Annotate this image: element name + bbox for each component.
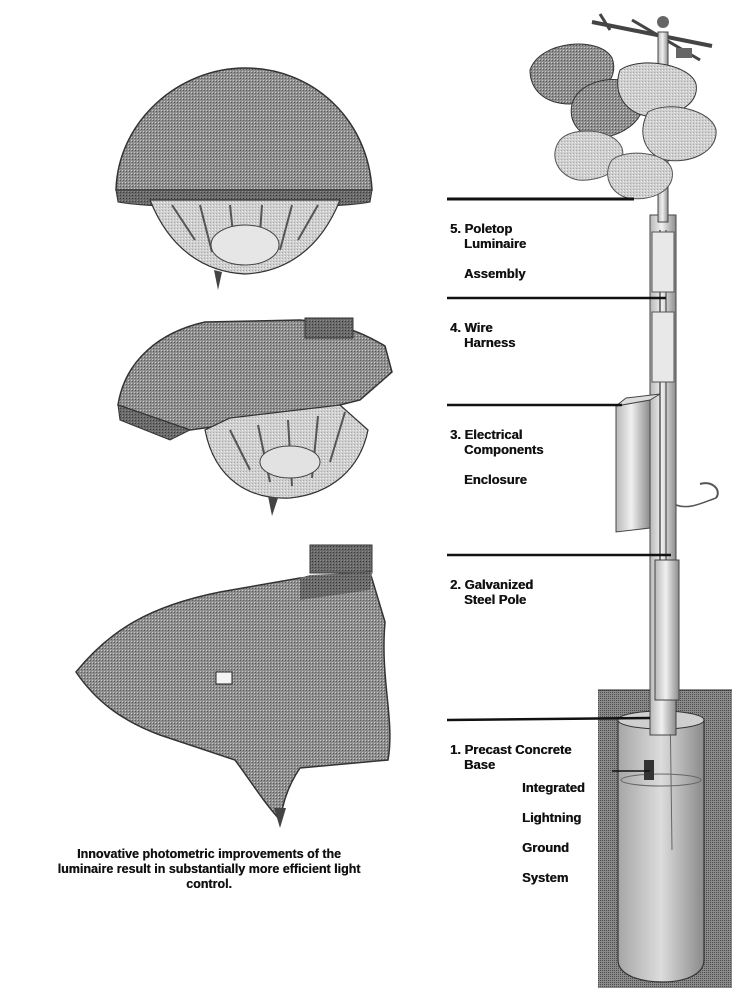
label-wire-harness: 4. Wire Harness xyxy=(450,305,515,365)
label-electrical-components-enclosure: 3. Electrical Components Enclosure xyxy=(450,412,543,502)
label-galvanized-steel-pole: 2. Galvanized Steel Pole xyxy=(450,562,533,622)
luminaire-reflector-illustration xyxy=(76,545,390,828)
luminaire-dome-illustration xyxy=(116,68,372,290)
concrete-base-illustration xyxy=(618,700,704,982)
luminaire-angled-illustration xyxy=(118,318,392,516)
steel-pole-illustration xyxy=(650,215,679,735)
label-integrated-lightning-ground-system: Integrated Lightning Ground System xyxy=(522,765,585,900)
poletop-luminaire-cluster xyxy=(530,14,716,222)
photometric-caption: Innovative photometric improvements of t… xyxy=(54,847,364,892)
label-poletop-luminaire-assembly: 5. Poletop Luminaire Assembly xyxy=(450,206,526,296)
